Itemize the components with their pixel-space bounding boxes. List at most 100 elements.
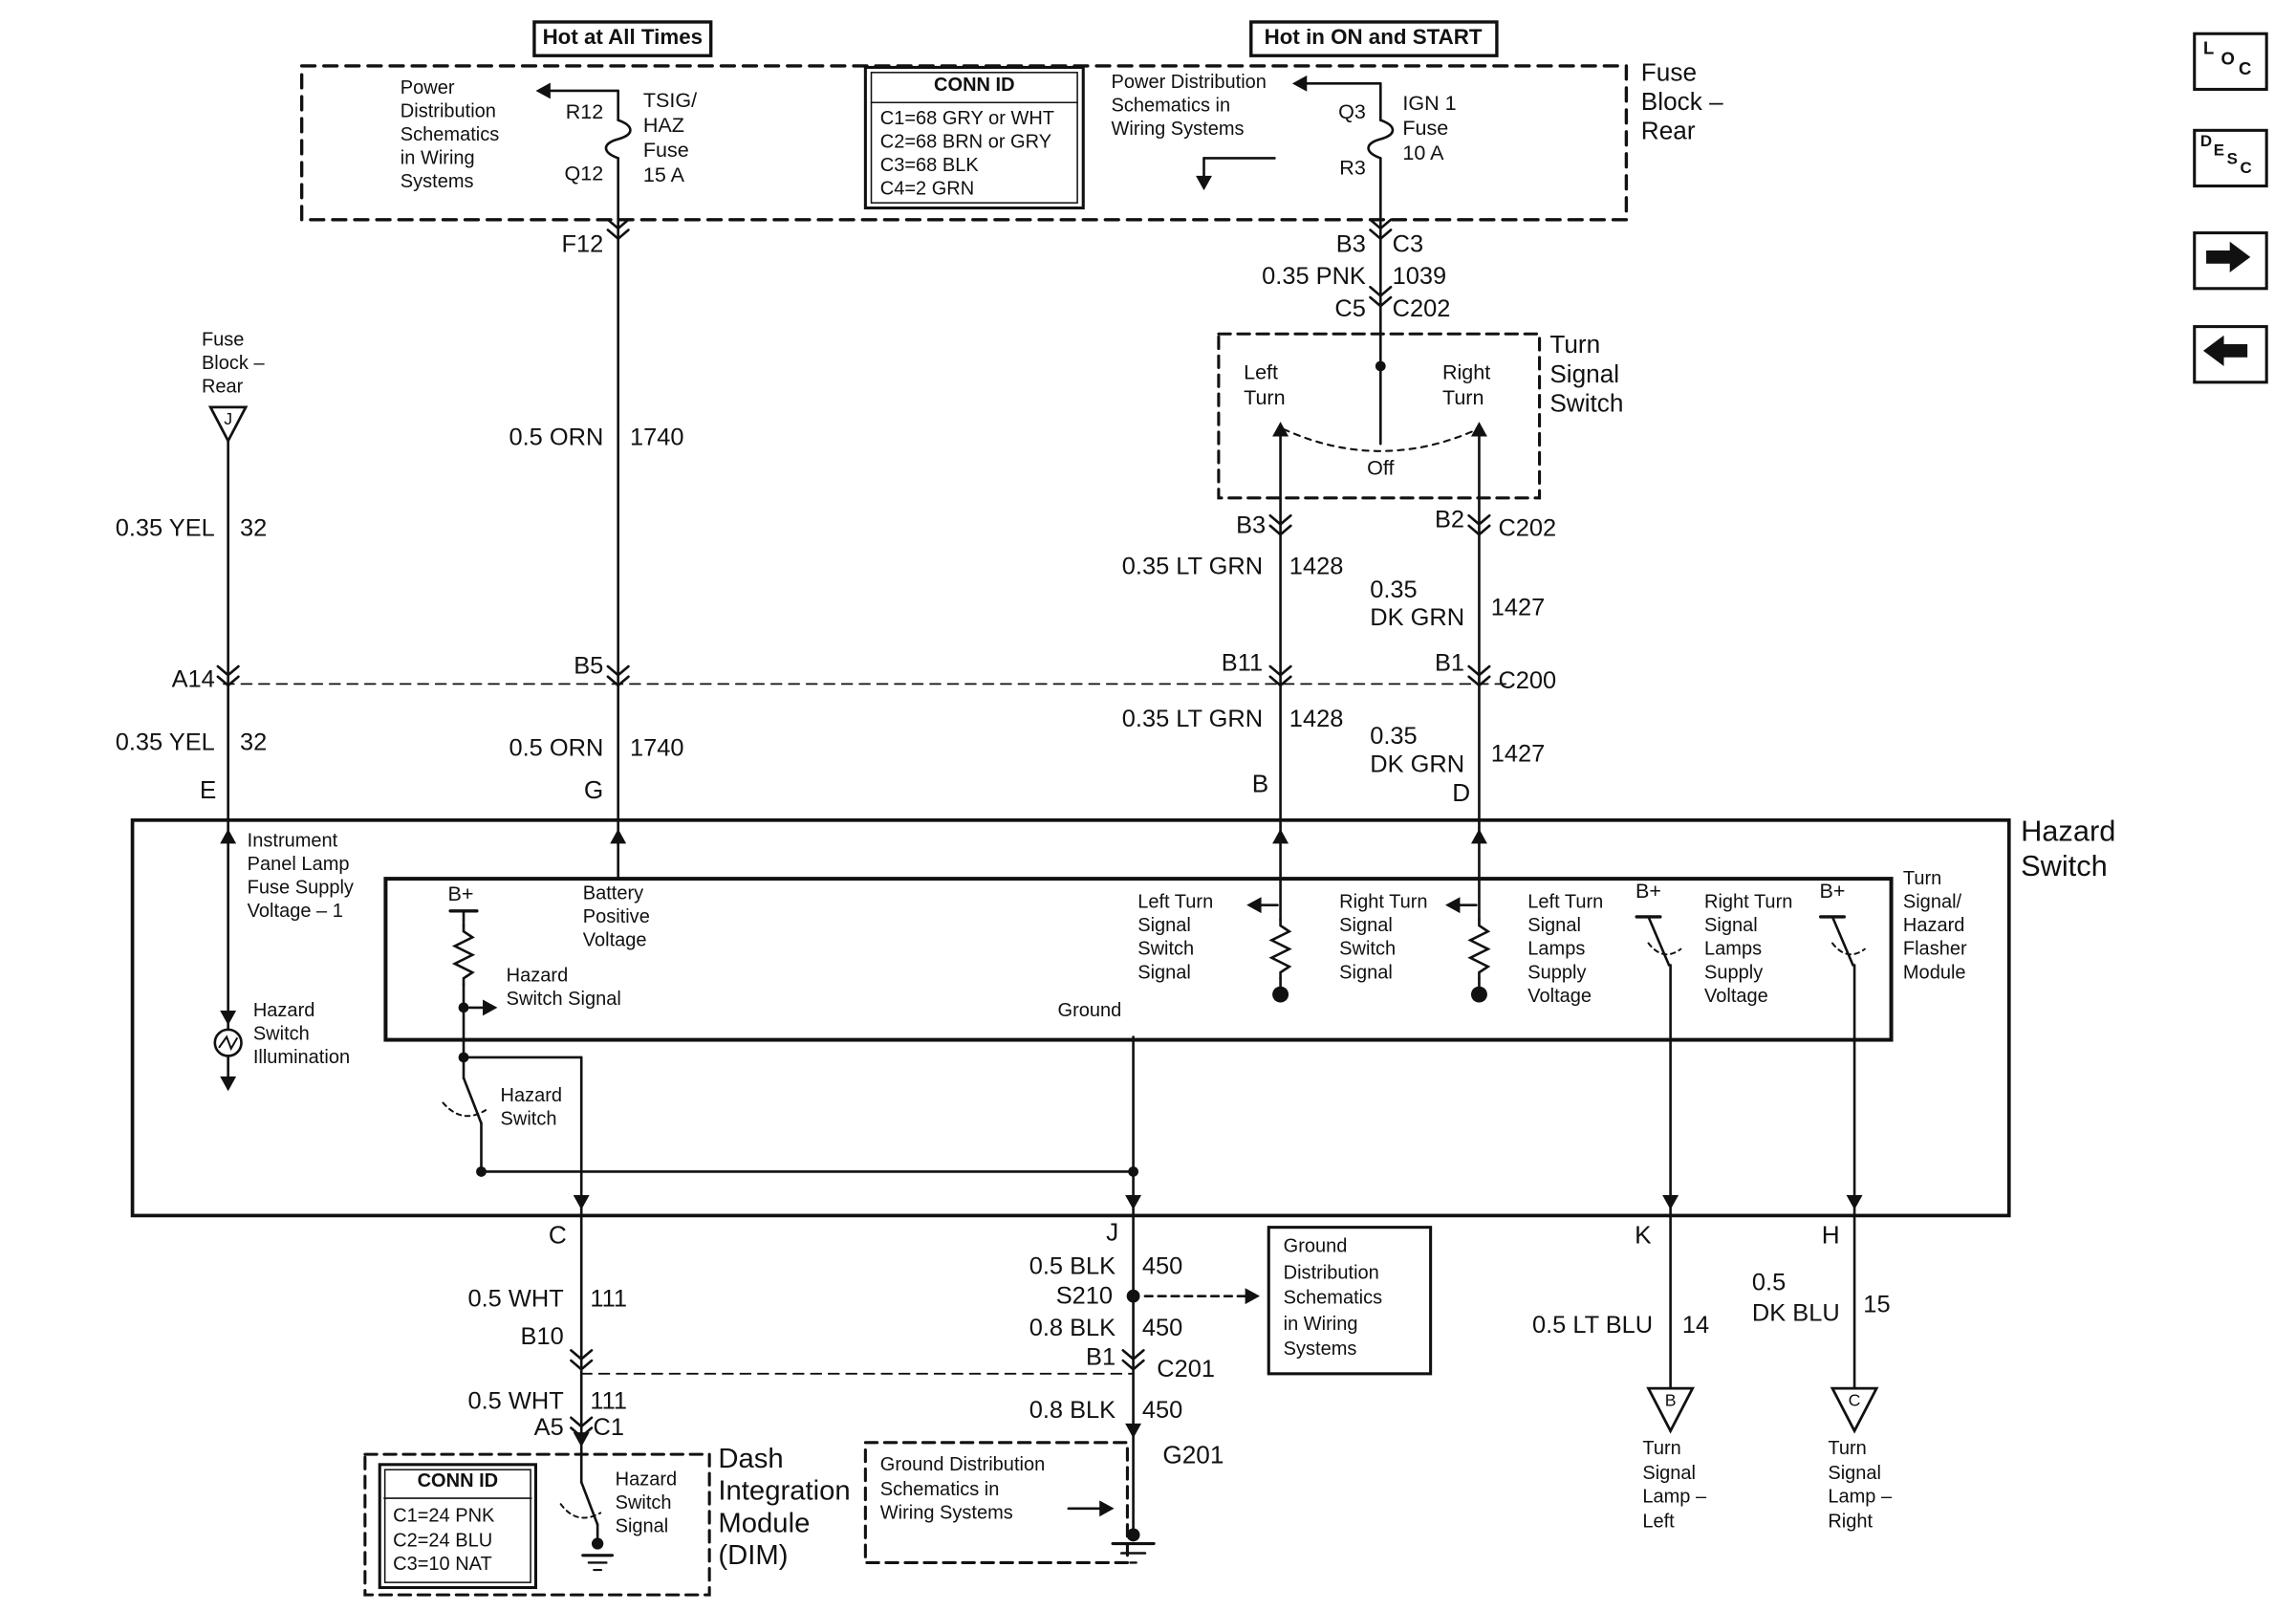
wire-label-ltblu: 0.5 LT BLU (1531, 1312, 1654, 1339)
power-dist-note-left: Power Distribution Schematics in Wiring … (400, 76, 500, 192)
conn-c200: C200 (1498, 667, 1557, 695)
wire-label-ltgrn-1: 0.35 LT GRN (1121, 554, 1264, 580)
wire-label-orn-2: 0.5 ORN (509, 734, 604, 762)
pin-b10: B10 (520, 1323, 564, 1351)
bplus-label-3: B+ (1819, 879, 1846, 903)
bplus-label-2: B+ (1635, 879, 1661, 903)
terminal-c: C (548, 1221, 567, 1250)
wire-label-pnk: 0.35 PNK (1262, 263, 1366, 291)
wire-label-wht-1: 0.5 WHT (467, 1285, 564, 1313)
desc-letter-s: S (2226, 150, 2238, 169)
pin-b5: B5 (574, 653, 604, 680)
right-lamp-dest-label: Turn Signal Lamp – Right (1828, 1436, 1893, 1532)
wire-label-blk-3: 0.8 BLK (1029, 1397, 1116, 1424)
dim-conn-id-title: CONN ID (417, 1469, 499, 1491)
next-arrow-button[interactable] (2193, 231, 2268, 291)
wire-label-blk-1: 0.5 BLK (1029, 1253, 1116, 1280)
fuse-block-title: Fuse Block – Rear (1640, 58, 1723, 145)
loc-letter-c: C (2238, 58, 2252, 79)
right-lamp-output-label: Right Turn Signal Lamps Supply Voltage (1704, 890, 1793, 1007)
wire-label-dkgrn-2: 0.35 DK GRN (1370, 723, 1465, 778)
conn-c202-bottom: C202 (1498, 515, 1557, 542)
desc-letter-d: D (2199, 133, 2213, 151)
wire-num-dkgrn-1: 1427 (1490, 594, 1546, 621)
flasher-module-title: Turn Signal/ Hazard Flasher Module (1902, 866, 1967, 983)
left-turn-input-label: Left Turn Signal Switch Signal (1137, 890, 1214, 983)
terminal-h: H (1821, 1221, 1840, 1250)
wire-label-yel-2: 0.35 YEL (115, 729, 215, 756)
wire-num-blk-2: 450 (1141, 1315, 1183, 1342)
left-arrow-icon (2202, 335, 2248, 366)
ground-pin-label: Ground (1057, 998, 1122, 1021)
conn-id-title: CONN ID (934, 73, 1015, 96)
fuse2-pin-top: Q3 (1338, 99, 1366, 123)
ground-g201-label: G201 (1162, 1441, 1224, 1469)
triangle-letter-j: J (224, 411, 233, 429)
flasher-module-internals (442, 895, 1866, 1536)
power-dist-note-right: Power Distribution Schematics in Wiring … (1111, 70, 1267, 140)
conn-c1: C1 (593, 1414, 624, 1442)
splice-s210-label: S210 (1055, 1282, 1114, 1310)
loc-button[interactable]: L O C (2193, 32, 2268, 91)
wire-num-ltgrn-2: 1428 (1289, 706, 1344, 732)
banner-hot-at-all-times: Hot at All Times (542, 26, 704, 51)
pin-b3-top: B3 (1335, 231, 1366, 258)
wire-num-ltgrn-1: 1428 (1289, 554, 1344, 580)
battery-positive-label: Battery Positive Voltage (582, 882, 650, 951)
fuse-block-rear-connector-triangle (207, 405, 249, 1032)
tss-left-turn: Left Turn (1244, 359, 1286, 409)
desc-letter-e: E (2213, 142, 2225, 160)
wire-num-wht-2: 111 (590, 1388, 628, 1415)
yel-source-note: Fuse Block – Rear (201, 328, 265, 398)
ground-dist-box-2-text: Ground Distribution Schematics in Wiring… (879, 1452, 1046, 1524)
illumination-label: Hazard Switch Illumination (252, 998, 351, 1068)
illumination-lamp-symbol (213, 1009, 243, 1093)
fuse1-name: TSIG/ HAZ Fuse 15 A (642, 87, 698, 186)
conn-c202-top: C202 (1392, 295, 1451, 323)
dim-hazard-signal-label: Hazard Switch Signal (615, 1467, 678, 1536)
desc-button[interactable]: D E S C (2193, 128, 2268, 188)
right-arrow-icon (2206, 241, 2251, 272)
wire-label-dkgrn-1: 0.35 DK GRN (1370, 577, 1465, 632)
hazard-switch-title: Hazard Switch (2021, 816, 2116, 883)
terminal-j: J (1106, 1218, 1119, 1247)
wire-num-blk-1: 450 (1141, 1253, 1183, 1280)
wire-label-wht-2: 0.5 WHT (467, 1388, 564, 1415)
wire-num-orn-1: 1740 (630, 425, 684, 451)
wire-label-blk-2: 0.8 BLK (1029, 1315, 1116, 1342)
hazard-box-exit-arrows (572, 1193, 1864, 1211)
wire-label-orn-1: 0.5 ORN (509, 425, 604, 451)
pin-b3-bottom: B3 (1236, 512, 1267, 539)
pin-a5: A5 (533, 1414, 564, 1442)
conn-c201: C201 (1157, 1356, 1215, 1383)
hazard-switch-signal-label: Hazard Switch Signal (506, 963, 621, 1010)
bplus-label-1: B+ (447, 882, 474, 905)
terminal-d: D (1452, 778, 1471, 808)
desc-letter-c: C (2240, 159, 2252, 178)
dim-conn-id-rows: C1=24 PNK C2=24 BLU C3=10 NAT (393, 1504, 495, 1575)
wire-num-yel-1: 32 (239, 515, 268, 542)
wire-num-pnk: 1039 (1392, 263, 1447, 291)
wire-num-dkblu: 15 (1863, 1292, 1891, 1318)
conn-c3: C3 (1392, 231, 1424, 258)
wire-num-blk-3: 450 (1141, 1397, 1183, 1424)
terminal-e: E (199, 775, 217, 804)
turn-signal-switch-title: Turn Signal Switch (1549, 331, 1624, 418)
tsig-haz-fuse-symbol (534, 81, 632, 881)
pin-c5: C5 (1334, 295, 1366, 323)
fuse1-pin-bottom: Q12 (564, 161, 604, 185)
loc-letter-l: L (2202, 37, 2215, 59)
pin-a14: A14 (171, 665, 215, 693)
ground-dist-box-1-text: Ground Distribution Schematics in Wiring… (1283, 1234, 1383, 1360)
pin-b1-c201: B1 (1086, 1344, 1116, 1371)
back-arrow-button[interactable] (2193, 325, 2268, 384)
ip-lamp-note: Instrument Panel Lamp Fuse Supply Voltag… (247, 829, 354, 922)
wire-label-yel-1: 0.35 YEL (115, 515, 215, 542)
right-turn-input-label: Right Turn Signal Switch Signal (1339, 890, 1428, 983)
dim-outline (363, 1430, 711, 1597)
wire-num-orn-2: 1740 (630, 734, 684, 762)
dim-title: Dash Integration Module (DIM) (718, 1444, 851, 1572)
wire-num-dkgrn-2: 1427 (1490, 741, 1546, 768)
wire-label-ltgrn-2: 0.35 LT GRN (1121, 706, 1264, 732)
